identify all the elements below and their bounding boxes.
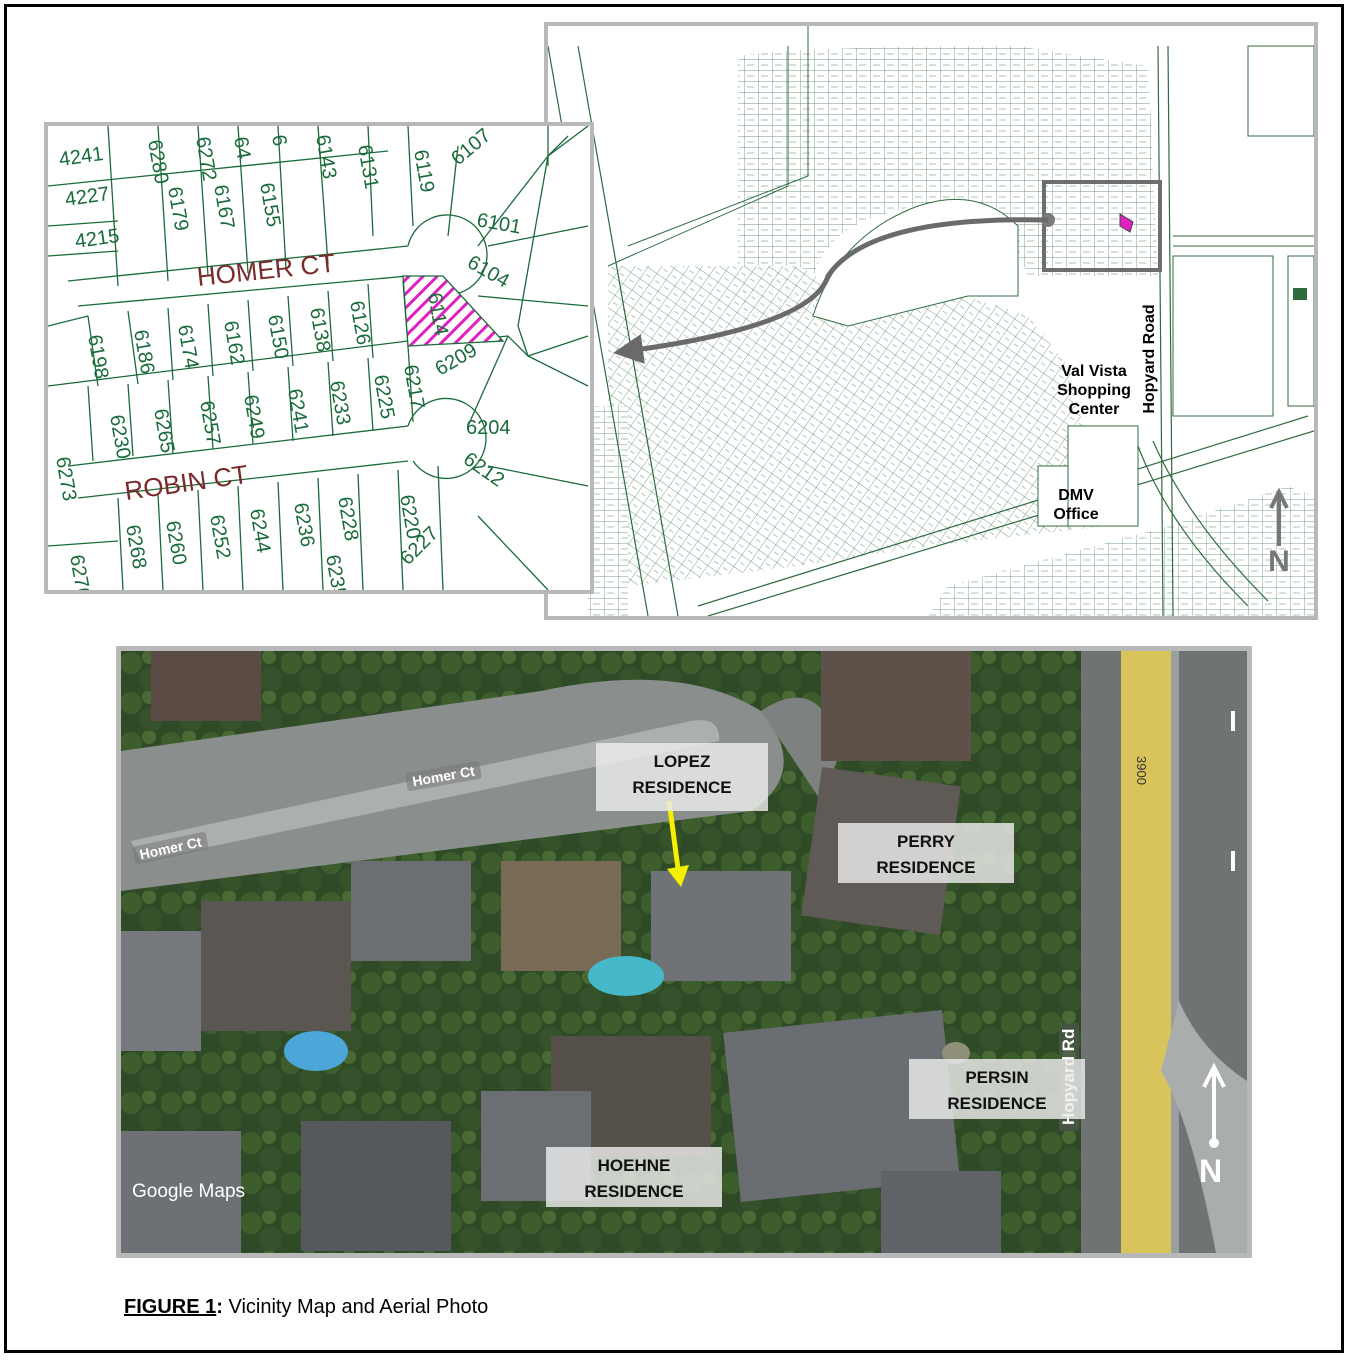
hopyard-road-label: Hopyard Road: [1141, 304, 1158, 414]
parcel-label: 6: [267, 133, 291, 148]
google-maps-attribution: Google Maps: [132, 1181, 246, 1202]
figure-label: FIGURE 1: [124, 1296, 217, 1318]
hoehne-residence-tag: HOEHNE RESIDENCE: [546, 1147, 722, 1207]
vicinity-map: Val Vista Shopping Center Hopyard Road D…: [544, 22, 1318, 620]
aerial-north-label: N: [1199, 1153, 1223, 1189]
parcel-label: 64: [229, 135, 255, 161]
vicinity-map-drawing: [548, 26, 1314, 616]
aerial-photo: Homer Ct Homer Ct Hopyard Rd 3900 LOPEZ …: [116, 646, 1252, 1258]
figure-caption: FIGURE 1: Vicinity Map and Aerial Photo: [124, 1296, 488, 1319]
shopping-center-label: Val Vista Shopping Center: [1057, 363, 1131, 418]
parcel-label: 6204: [466, 417, 511, 439]
figure-caption-text: Vicinity Map and Aerial Photo: [222, 1296, 489, 1318]
dmv-office-label: DMV Office: [1053, 487, 1099, 523]
lopez-residence-tag: LOPEZ RESIDENCE: [596, 743, 768, 811]
perry-residence-tag: PERRY RESIDENCE: [838, 823, 1014, 883]
address-number-3900: 3900: [1133, 756, 1149, 785]
figure-colon: :: [216, 1296, 223, 1318]
north-arrow-label: N: [1268, 545, 1290, 578]
persin-residence-tag: PERSIN RESIDENCE: [909, 1059, 1085, 1119]
